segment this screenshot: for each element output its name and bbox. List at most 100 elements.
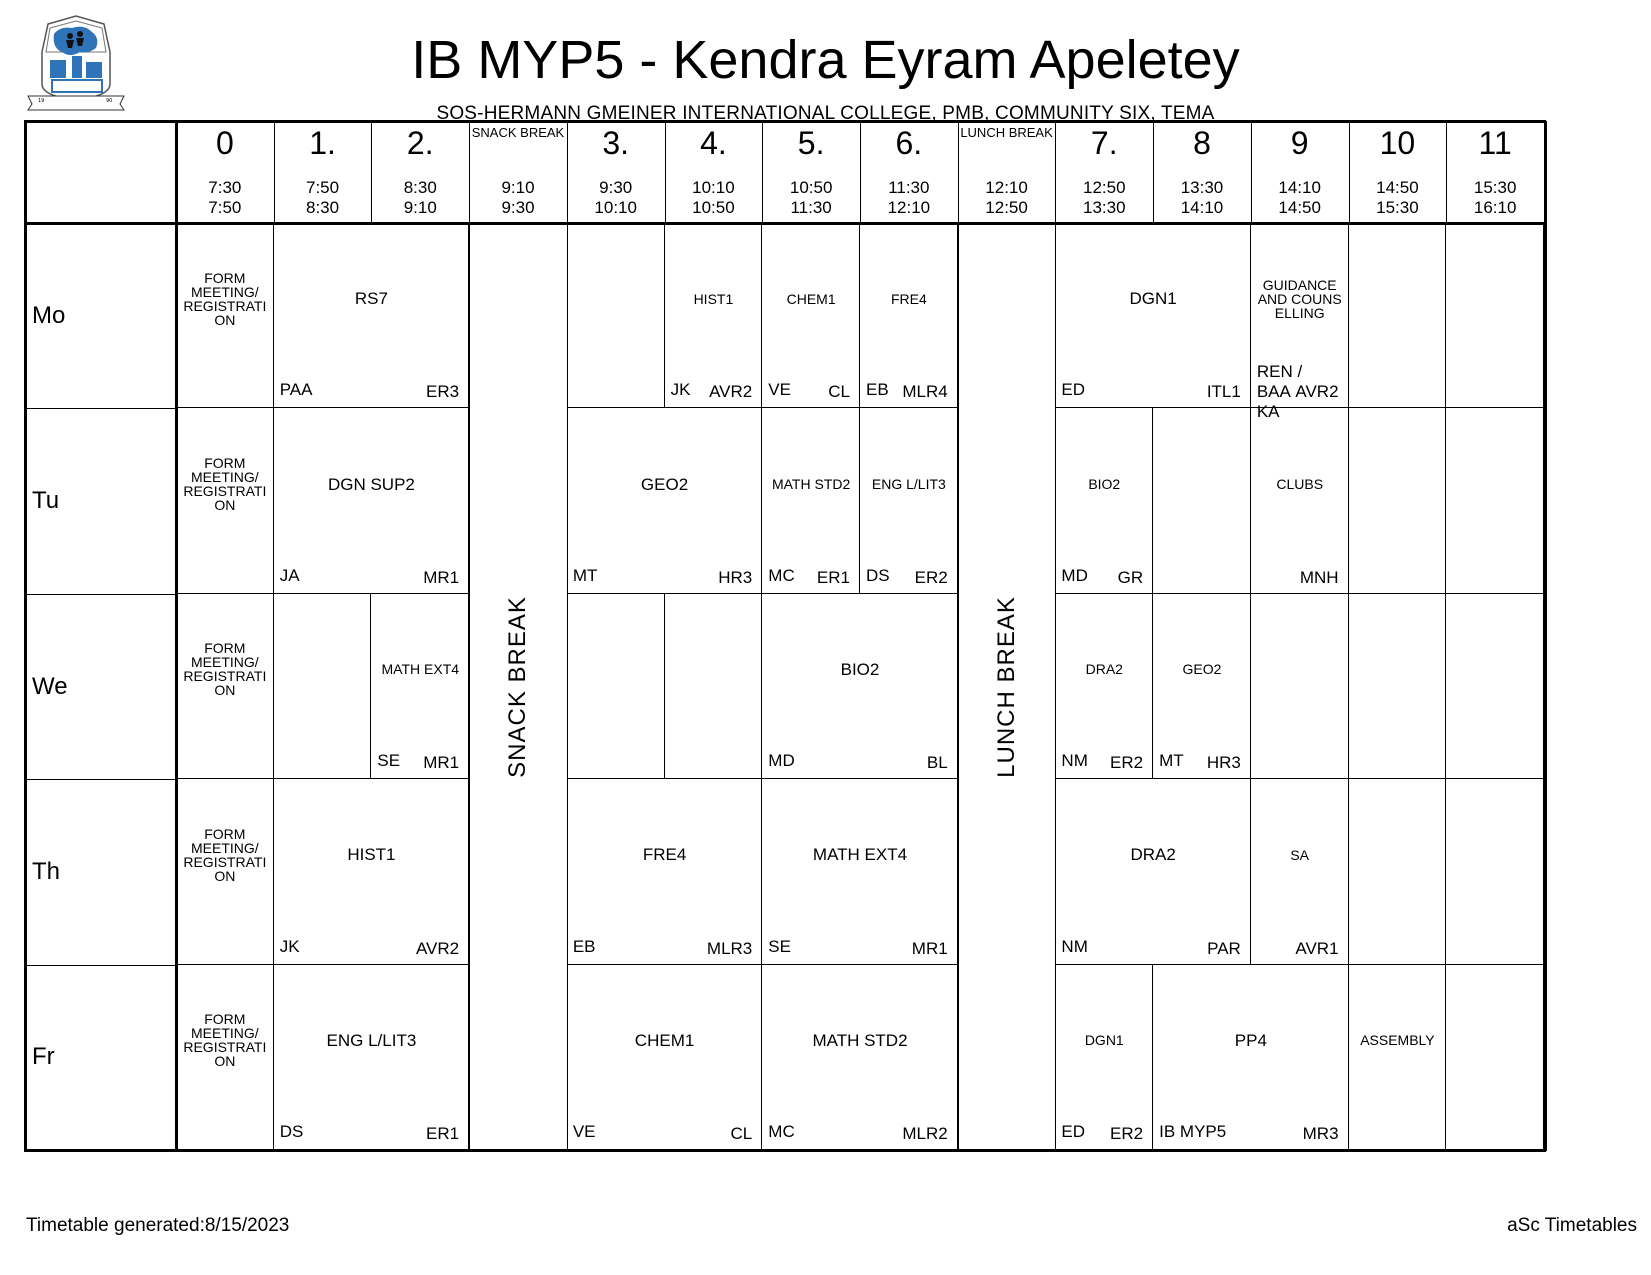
lesson-cell[interactable] xyxy=(1348,593,1447,780)
lesson-cell[interactable] xyxy=(1153,593,1251,780)
lesson-cell[interactable] xyxy=(664,223,763,409)
lesson-room: MLR4 xyxy=(902,382,948,402)
lesson-cell[interactable] xyxy=(566,593,665,780)
lesson-teacher: MC xyxy=(768,565,795,585)
lesson-subject: SA xyxy=(1290,846,1310,863)
period-end-9: 13:30 xyxy=(1083,198,1126,217)
lesson-cell[interactable] xyxy=(273,408,470,594)
lesson-cell[interactable] xyxy=(273,223,470,409)
lesson-teacher: MD xyxy=(768,751,795,771)
lesson-cell[interactable] xyxy=(762,223,860,409)
lesson-subject: RS7 xyxy=(354,289,388,309)
lesson-cell[interactable] xyxy=(273,779,470,965)
day-label-th: Th xyxy=(32,857,61,885)
period-number-11: 9 xyxy=(1290,125,1309,161)
period-number-10: 8 xyxy=(1193,125,1211,161)
lesson-subject: MATH STD2 xyxy=(812,1030,908,1050)
lesson-room: AVR2 xyxy=(415,938,460,958)
period-number-4: 3. xyxy=(602,125,630,161)
period-number-13: 11 xyxy=(1478,125,1512,161)
lesson-cell[interactable] xyxy=(1250,223,1349,409)
lesson-cell[interactable] xyxy=(859,408,958,594)
lesson-cell[interactable] xyxy=(176,779,274,965)
lesson-cell[interactable] xyxy=(1446,779,1544,965)
lesson-cell[interactable] xyxy=(1055,408,1154,594)
lesson-cell[interactable] xyxy=(1348,779,1447,965)
lesson-teacher: JK xyxy=(279,936,300,956)
generated-date: Timetable generated:8/15/2023 xyxy=(26,1215,290,1236)
lesson-room: ER1 xyxy=(426,1124,460,1143)
lesson-room: ER1 xyxy=(816,567,850,587)
lesson-cell[interactable] xyxy=(1055,593,1154,780)
period-end-11: 14:50 xyxy=(1278,198,1321,217)
lesson-cell[interactable] xyxy=(1250,408,1349,594)
grid-line xyxy=(762,121,764,223)
lesson-room: MLR3 xyxy=(706,938,753,958)
grid-line xyxy=(24,408,176,410)
lesson-cell[interactable] xyxy=(566,223,665,409)
lesson-subject: HIST1 xyxy=(347,845,396,865)
period-label-8: LUNCH BREAK xyxy=(960,125,1053,140)
period-start-12: 14:50 xyxy=(1376,178,1419,197)
period-end-13: 16:10 xyxy=(1473,198,1517,217)
lesson-cell[interactable] xyxy=(176,408,274,594)
lesson-cell[interactable] xyxy=(664,593,763,780)
software-brand: aSc Timetables xyxy=(1507,1215,1637,1236)
lesson-cell[interactable] xyxy=(762,408,860,594)
grid-line xyxy=(24,964,176,966)
day-label-mo: Mo xyxy=(32,301,66,329)
lesson-cell[interactable] xyxy=(1446,408,1544,594)
lesson-cell[interactable] xyxy=(1250,593,1349,780)
lesson-cell[interactable] xyxy=(1348,223,1447,409)
lesson-teacher: DS xyxy=(865,565,890,585)
lesson-teacher: NM xyxy=(1061,751,1088,771)
lesson-cell[interactable] xyxy=(1055,223,1251,409)
lesson-cell[interactable] xyxy=(762,779,958,965)
lesson-room: ITL1 xyxy=(1206,382,1241,402)
lesson-cell[interactable] xyxy=(1446,593,1544,780)
lesson-subject: ENG L/LIT3 xyxy=(871,476,946,493)
lesson-teacher: MT xyxy=(1159,751,1184,771)
grid-line xyxy=(371,121,373,223)
lesson-cell[interactable] xyxy=(1055,779,1251,965)
lesson-subject: GEO2 xyxy=(640,474,689,494)
lesson-cell[interactable] xyxy=(1446,223,1544,409)
lesson-cell[interactable] xyxy=(859,223,958,409)
lesson-room: ER2 xyxy=(1110,1124,1144,1143)
break-label: LUNCH BREAK xyxy=(992,595,1020,778)
lesson-cell[interactable] xyxy=(176,593,274,780)
lesson-cell[interactable] xyxy=(762,593,958,780)
lesson-cell[interactable] xyxy=(176,223,274,409)
school-crest-icon: 19 90 xyxy=(27,15,125,111)
lesson-teacher: JK xyxy=(670,380,691,400)
lesson-cell[interactable] xyxy=(371,593,470,780)
period-start-0: 7:30 xyxy=(208,178,242,197)
lesson-teacher: REN / BAA KA xyxy=(1256,362,1303,422)
lesson-room: MR1 xyxy=(423,753,460,773)
grid-line xyxy=(24,222,1546,225)
grid-line xyxy=(1055,121,1057,223)
lesson-room: ER2 xyxy=(914,567,948,587)
lesson-cell[interactable] xyxy=(1153,408,1251,594)
lesson-teacher: VE xyxy=(768,380,791,400)
grid-line xyxy=(24,121,27,1151)
lesson-cell[interactable] xyxy=(1250,779,1349,965)
lesson-cell[interactable] xyxy=(273,593,372,780)
lesson-room: AVR1 xyxy=(1295,938,1339,958)
break-label: SNACK BREAK xyxy=(504,595,531,778)
grid-line xyxy=(24,593,176,595)
period-number-0: 0 xyxy=(215,125,234,161)
period-end-3: 9:30 xyxy=(501,198,535,217)
lesson-cell[interactable] xyxy=(1446,964,1544,1150)
period-number-6: 5. xyxy=(797,125,825,161)
school-crest-logo: 19 90 xyxy=(26,12,126,112)
period-number-2: 2. xyxy=(406,125,434,161)
grid-line xyxy=(273,121,275,223)
lesson-cell[interactable] xyxy=(566,779,763,965)
lesson-subject: GUIDANCE AND COUNS ELLING xyxy=(1257,276,1342,321)
lesson-cell[interactable] xyxy=(1348,408,1447,594)
lesson-subject: DGN SUP2 xyxy=(327,474,415,494)
lesson-subject: BIO2 xyxy=(840,659,880,679)
lesson-cell[interactable] xyxy=(566,408,763,594)
